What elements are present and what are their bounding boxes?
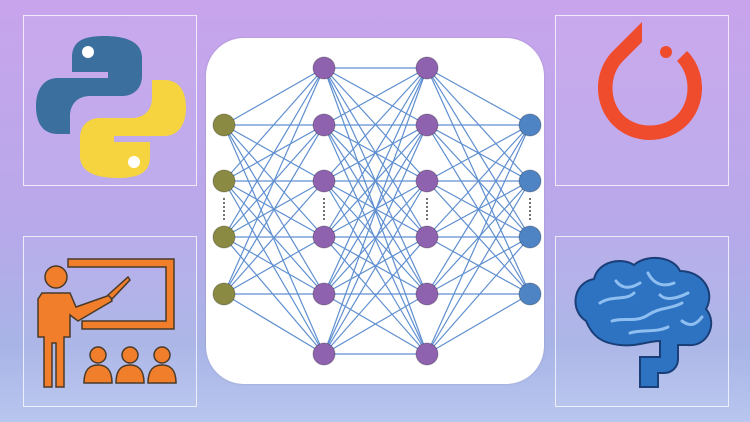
input-node [212,169,236,193]
connection-line [223,124,325,295]
pytorch-flame-ring [598,22,702,140]
python-yellow-eye [128,156,140,168]
connection-line [223,236,325,355]
connection-line [323,67,428,355]
python-yellow-snake [80,80,186,178]
hidden-node [415,56,439,80]
connection-line [223,236,325,295]
connection-line [426,124,531,295]
connection-line [323,293,428,355]
connection-line [223,293,325,355]
pointer-stick [106,275,131,301]
pytorch-logo-icon [598,22,702,140]
network-nodes [212,56,542,366]
output-node [518,225,542,249]
python-blue-snake [36,36,142,134]
connection-line [323,67,428,238]
student-body [115,364,145,384]
hidden-node [415,225,439,249]
connection-line [323,236,428,295]
hidden-node [415,113,439,137]
whiteboard [67,258,175,330]
connection-line [223,124,325,355]
brain-silhouette [574,256,713,388]
connection-line [323,180,428,295]
ellipsis-markers [223,198,531,222]
hidden-node [312,342,336,366]
python-blue-eye [82,46,94,58]
connection-line [223,67,325,295]
teacher-head [44,265,68,289]
input-node [212,225,236,249]
pytorch-logo-tile [555,15,729,186]
connection-line [426,124,531,238]
connection-line [223,67,325,238]
teacher-presentation-icon [37,258,177,388]
brain-icon [574,256,713,388]
brain-tile [555,236,729,407]
hidden-node [312,169,336,193]
brain-folds [598,271,704,335]
python-logo-tile [23,15,197,186]
student-head [89,346,107,364]
neural-network-panel [206,38,544,384]
connection-line [323,124,428,355]
pytorch-dot [660,46,672,58]
python-logo-icon [36,36,186,178]
student-head [121,346,139,364]
output-node [518,169,542,193]
connection-line [426,293,531,355]
connection-line [426,180,531,355]
connection-line [323,67,428,295]
neural-network-diagram [212,56,542,366]
hidden-node [415,282,439,306]
output-node [518,282,542,306]
connection-line [426,124,531,355]
hidden-node [415,169,439,193]
connection-line [323,180,428,355]
hidden-node [312,56,336,80]
student-body [147,364,177,384]
connection-line [323,236,428,355]
connection-line [426,124,531,182]
connection-line [223,67,325,126]
connection-line [223,67,325,182]
hidden-node [415,342,439,366]
teacher-tile [23,236,197,407]
hidden-node [312,113,336,137]
student-head [153,346,171,364]
hidden-node [312,225,336,249]
connection-lines [223,67,531,355]
connection-line [323,67,428,182]
connection-line [426,67,531,126]
student-body [83,364,113,384]
connection-line [426,236,531,295]
input-node [212,113,236,137]
connection-line [223,180,325,295]
hidden-node [312,282,336,306]
connection-line [426,236,531,355]
output-node [518,113,542,137]
input-node [212,282,236,306]
connection-line [323,67,428,126]
connection-line [426,180,531,295]
